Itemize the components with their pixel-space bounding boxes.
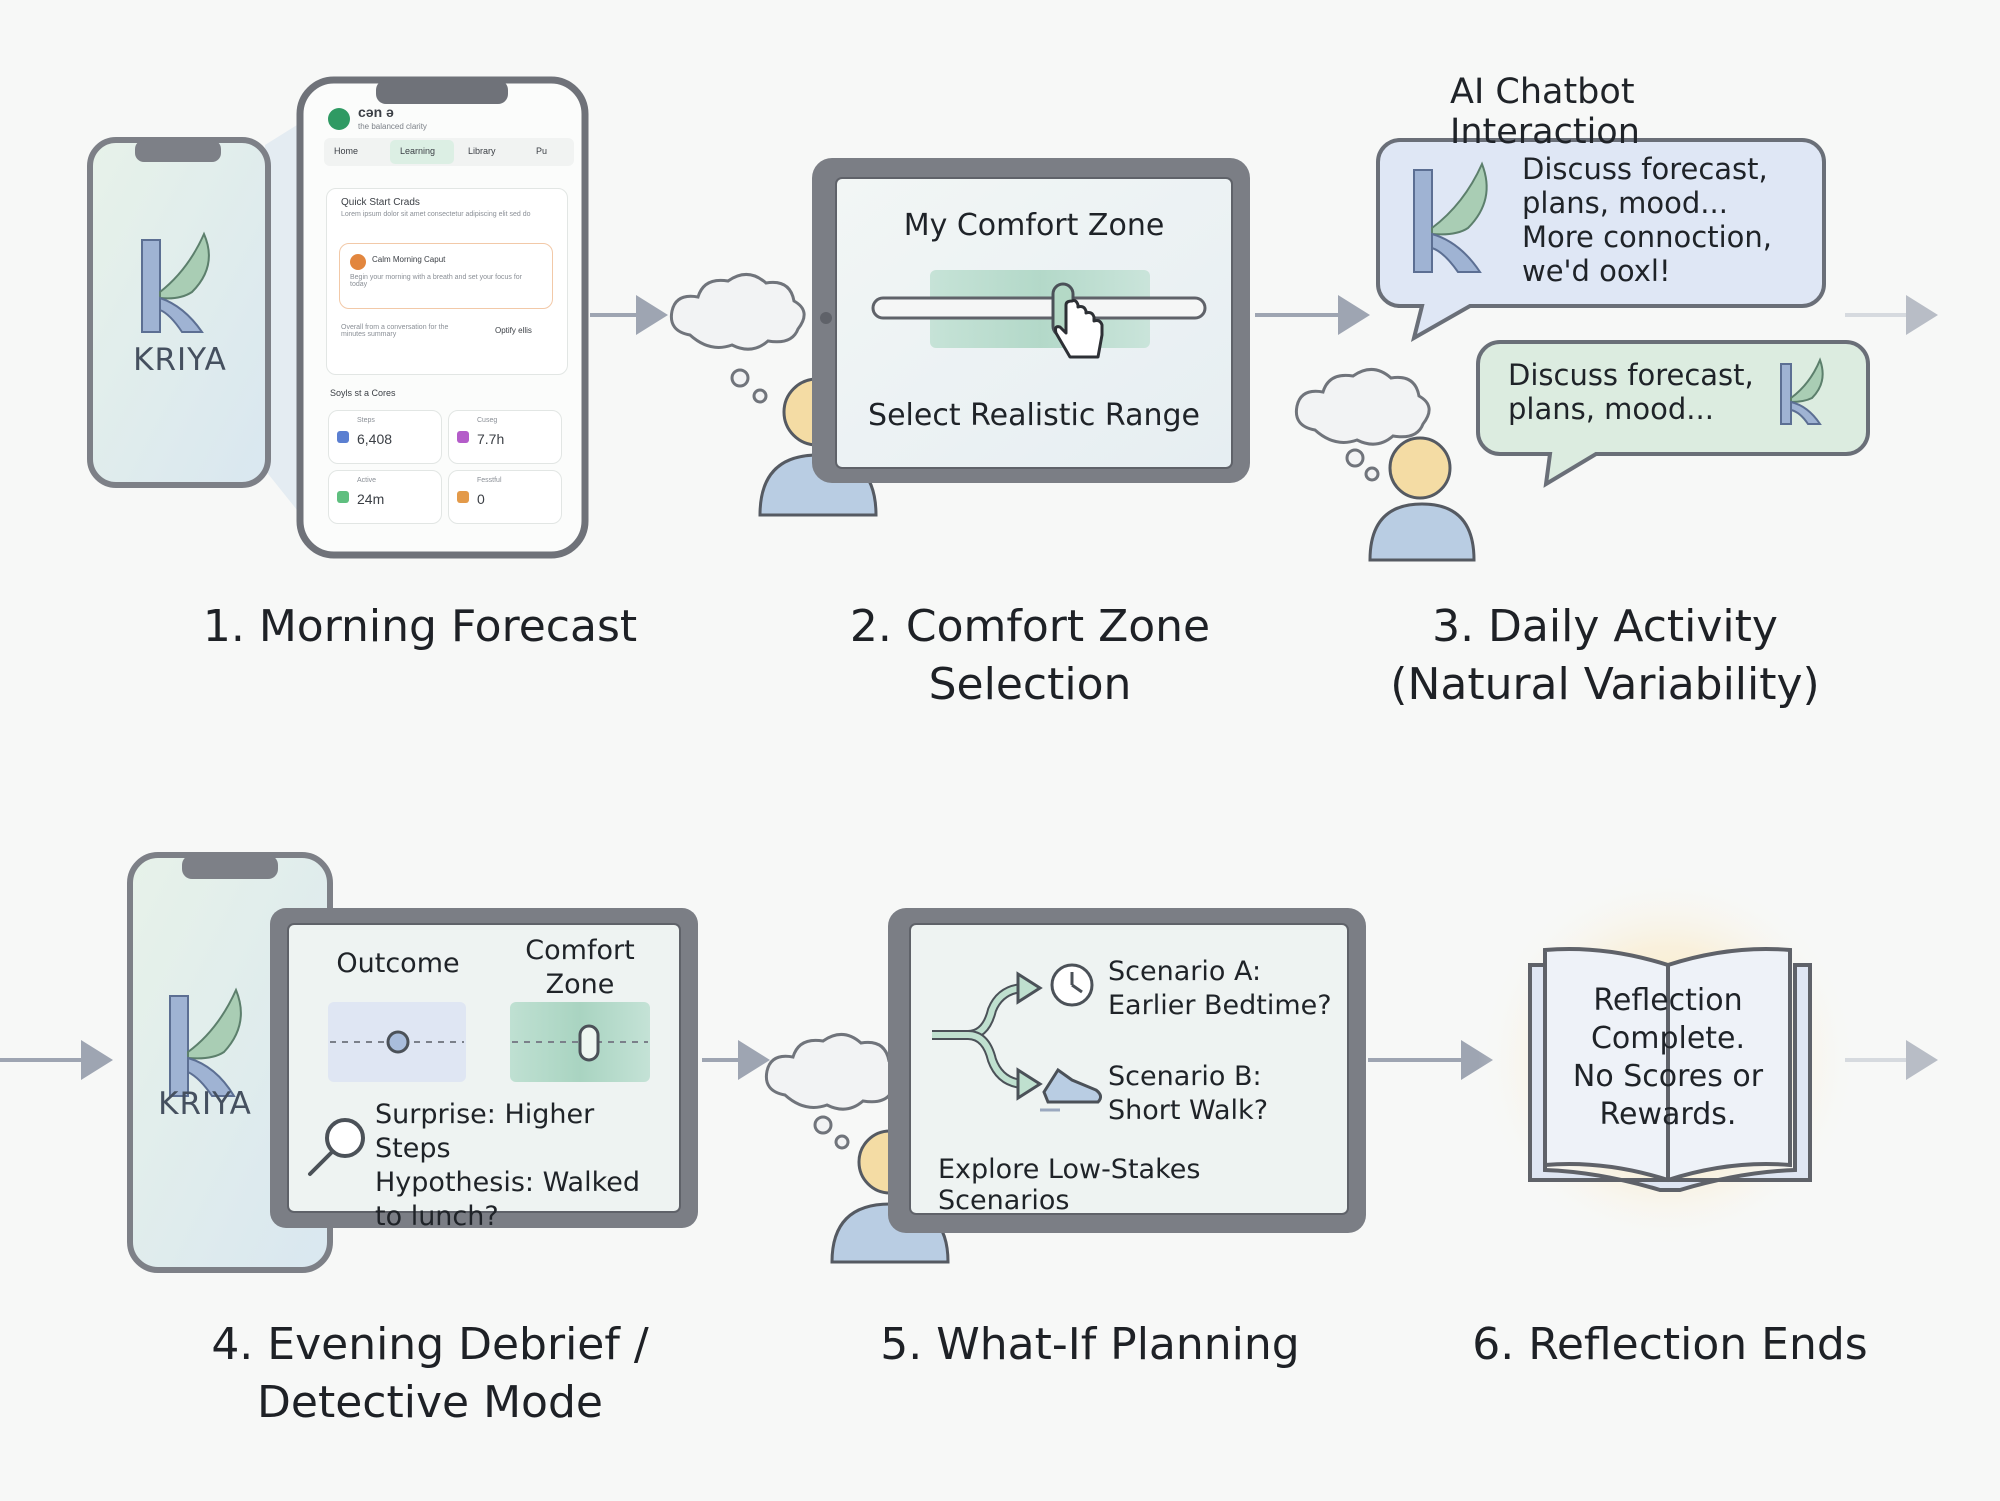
kriya-logo-icon bbox=[1780, 357, 1824, 425]
stat-card-steps: Steps 6,408 bbox=[328, 410, 442, 464]
caption-step-5: 5. What-If Planning bbox=[880, 1319, 1300, 1370]
thought-cloud-3 bbox=[1294, 368, 1431, 482]
outcome-label: Outcome bbox=[336, 948, 460, 979]
scenario-b[interactable]: Scenario B: Short Walk? bbox=[1108, 1061, 1269, 1126]
sneaker-icon bbox=[1040, 1067, 1103, 1112]
open-book-icon bbox=[1528, 947, 1812, 1192]
chatbot-title: AI Chatbot Interaction bbox=[1450, 72, 1640, 152]
kriya-logo-icon bbox=[1413, 161, 1488, 273]
app-name: cən ə bbox=[358, 104, 394, 120]
app-logo-icon bbox=[328, 108, 350, 130]
branch-arrows-icon bbox=[932, 971, 1043, 1101]
comfort-zone-subtitle: Select Realistic Range bbox=[868, 398, 1200, 433]
debrief-insight: Surprise: Higher Steps Hypothesis: Walke… bbox=[375, 1099, 641, 1232]
kriya-wordmark: KRIYA bbox=[158, 1086, 252, 1122]
chat-bubble-2 bbox=[1476, 340, 1870, 488]
footer-left: Overall from a conversation for the minu… bbox=[341, 324, 449, 338]
footer-right[interactable]: Optify ellis bbox=[495, 326, 532, 335]
kriya-logo-icon bbox=[141, 231, 210, 333]
tab-learning[interactable]: Learning bbox=[400, 146, 436, 156]
quick-start-title: Quick Start Crads bbox=[341, 197, 420, 208]
kriya-logo-icon bbox=[169, 987, 242, 1097]
kriya-wordmark: KRIYA bbox=[133, 342, 227, 378]
magnifier-icon bbox=[308, 1118, 365, 1176]
projection-beam bbox=[265, 120, 305, 520]
caption-step-1: 1. Morning Forecast bbox=[202, 601, 638, 652]
caption-step-6: 6. Reflection Ends bbox=[1472, 1319, 1868, 1370]
person-3 bbox=[1368, 436, 1476, 562]
calm-icon bbox=[350, 254, 366, 270]
chat-bubble-1-text: Discuss forecast, plans, mood... More co… bbox=[1522, 152, 1773, 288]
caption-step-3: 3. Daily Activity (Natural Variability) bbox=[1390, 601, 1820, 710]
clock-icon bbox=[1050, 963, 1094, 1007]
reflection-text: Reflection Complete. No Scores or Reward… bbox=[1572, 983, 1764, 1132]
comfort-label: Comfort Zone bbox=[525, 935, 635, 1000]
chat-bubble-1 bbox=[1376, 138, 1826, 343]
quick-start-desc: Lorem ipsum dolor sit amet consectetur a… bbox=[341, 211, 531, 218]
comfort-zone-title: My Comfort Zone bbox=[903, 208, 1165, 243]
caption-step-2: 2. Comfort Zone Selection bbox=[849, 601, 1211, 710]
calm-morning-card[interactable]: Calm Morning Caput Begin your morning wi… bbox=[339, 243, 553, 309]
app-subtitle: the balanced clarity bbox=[358, 122, 427, 131]
quick-start-card[interactable]: Quick Start Crads Lorem ipsum dolor sit … bbox=[326, 188, 568, 375]
comfort-zone-marker bbox=[578, 1024, 600, 1062]
calm-desc: Begin your morning with a breath and set… bbox=[350, 274, 522, 288]
tab-more[interactable]: Pu bbox=[536, 146, 548, 156]
outcome-marker bbox=[386, 1030, 410, 1054]
thought-cloud-5 bbox=[764, 1033, 901, 1150]
calm-title: Calm Morning Caput bbox=[372, 255, 446, 264]
debrief-tablet bbox=[270, 908, 698, 1228]
hand-cursor-icon bbox=[1054, 299, 1104, 359]
stat-card-sleep: Cuseg 7.7h bbox=[448, 410, 562, 464]
tab-library[interactable]: Library bbox=[468, 146, 496, 156]
tab-home[interactable]: Home bbox=[334, 146, 359, 156]
scenario-a[interactable]: Scenario A: Earlier Bedtime? bbox=[1108, 956, 1332, 1021]
scenarios-footer: Explore Low-Stakes Scenarios bbox=[938, 1154, 1201, 1216]
chat-bubble-2-text: Discuss forecast, plans, mood... bbox=[1508, 358, 1754, 426]
stats-title: Soyls st a Cores bbox=[330, 388, 396, 398]
thought-cloud-2 bbox=[669, 273, 806, 404]
stat-card-restful: Fesstful 0 bbox=[448, 470, 562, 524]
app-screen: cən ə the balanced clarity Home Learning… bbox=[308, 104, 578, 549]
stat-card-active: Active 24m bbox=[328, 470, 442, 524]
caption-step-4: 4. Evening Debrief / Detective Mode bbox=[211, 1319, 649, 1428]
range-slider-track[interactable] bbox=[871, 296, 1207, 320]
